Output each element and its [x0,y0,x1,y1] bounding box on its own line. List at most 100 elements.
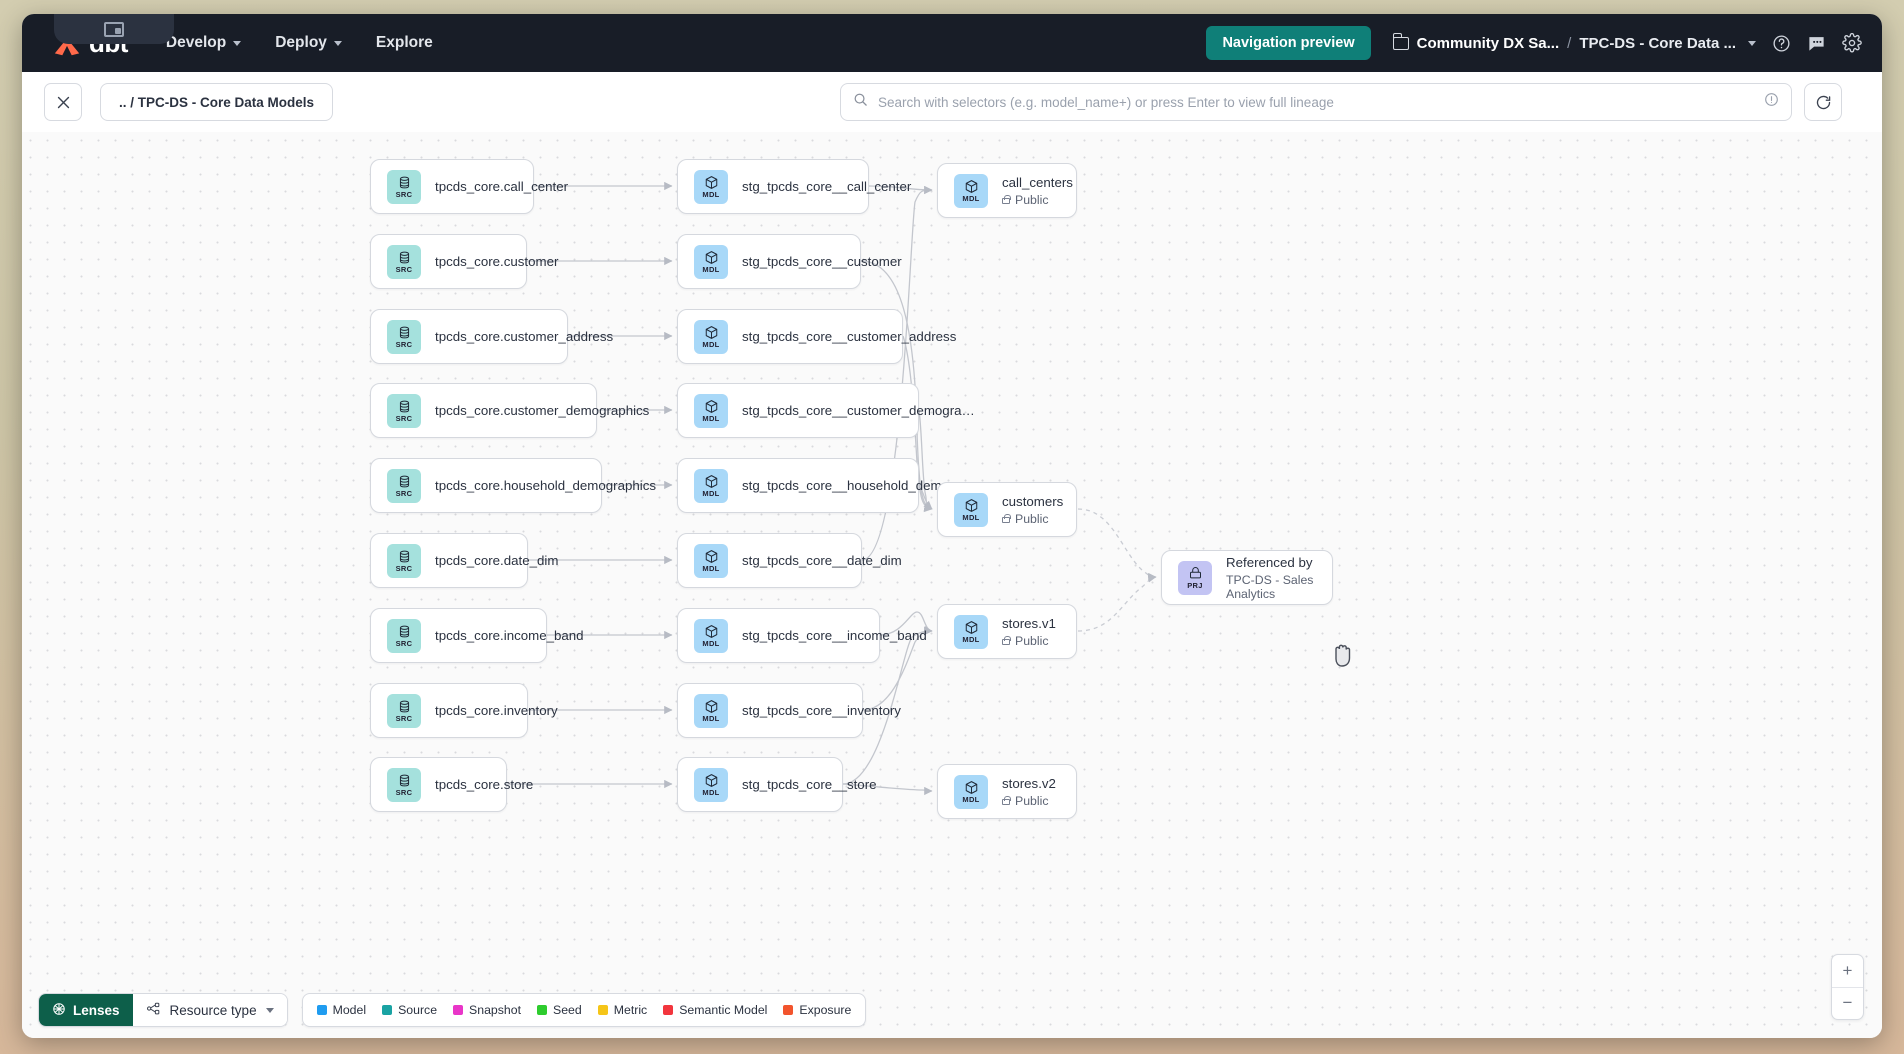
lineage-node-subtitle-text: Public [1015,633,1049,648]
lenses-button[interactable]: Lenses [39,994,133,1026]
lineage-node-subtitle-text: Public [1015,192,1049,207]
breadcrumb-project[interactable]: TPC-DS - Core Data ... [1579,34,1736,52]
src-badge-icon: SRC [387,468,421,503]
lineage-node[interactable]: SRC tpcds_core.inventory [370,683,558,738]
nav-item-develop-label: Develop [165,34,227,51]
lineage-node-label: stg_tpcds_core__customer_address [742,329,957,344]
nav-item-deploy-label: Deploy [275,34,327,51]
app-window: dbt Develop Deploy Explore Navigation pr… [22,14,1882,1038]
lineage-node[interactable]: MDL stg_tpcds_core__customer_address [677,309,956,364]
lineage-node-label: tpcds_core.customer [435,254,559,269]
folder-icon [1392,33,1409,50]
nav-item-deploy[interactable]: Deploy [275,34,342,52]
lineage-node-label: tpcds_core.income_band [435,628,584,643]
legend-label: Seed [553,1003,582,1017]
legend-label: Model [332,1003,367,1017]
zoom-in-button[interactable]: + [1832,955,1863,988]
mdl-badge-icon: MDL [694,319,728,354]
lineage-node[interactable]: SRC tpcds_core.call_center [370,159,568,214]
src-badge-icon: SRC [387,169,421,204]
lineage-node-subtitle-text: Public [1015,511,1049,526]
zoom-controls: + − [1831,954,1864,1020]
zoom-out-button[interactable]: − [1842,993,1853,1013]
refresh-button[interactable] [1804,83,1842,121]
lineage-node-subtitle: Public [1002,634,1056,648]
lineage-node[interactable]: MDL stg_tpcds_core__customer_demogra… [677,383,975,438]
lock-icon [1002,635,1011,645]
src-badge-icon: SRC [387,693,421,728]
lineage-node-label: stg_tpcds_core__customer [742,254,902,269]
lineage-node[interactable]: SRC tpcds_core.income_band [370,608,584,663]
resource-type-icon [146,1001,161,1019]
mdl-badge-icon: MDL [694,618,728,653]
legend-item: Snapshot [453,1003,521,1017]
nav-item-develop[interactable]: Develop [165,34,242,52]
lineage-node-title: stores.v1 [1002,615,1056,631]
legend-swatch-icon [663,1005,674,1015]
resource-type-button[interactable]: Resource type [132,994,287,1026]
mdl-badge-icon: MDL [694,468,728,503]
legend-swatch-icon [382,1005,393,1015]
window-handle-icon [104,21,124,37]
lineage-node-label: stg_tpcds_core__customer_demogra… [742,403,975,418]
gear-icon[interactable] [1842,33,1862,53]
lenses-icon [52,1002,66,1019]
lineage-node-label: stg_tpcds_core__inventory [742,703,901,718]
lineage-node-label: tpcds_core.call_center [435,179,569,194]
chevron-down-icon[interactable] [1748,40,1756,46]
lock-icon [1002,795,1011,805]
search-input[interactable] [878,94,1754,110]
legend-item: Model [316,1003,367,1017]
legend-swatch-icon [453,1005,464,1015]
breadcrumb-chip[interactable]: .. / TPC-DS - Core Data Models [100,83,334,121]
mdl-badge-icon: MDL [694,693,728,728]
lineage-node-subtitle: Public [1002,193,1073,207]
src-badge-icon: SRC [387,319,421,354]
legend-label: Source [398,1003,438,1017]
grab-hand-cursor [1330,640,1356,668]
breadcrumb-account[interactable]: Community DX Sa... [1416,34,1560,52]
lineage-toolbar: .. / TPC-DS - Core Data Models [22,72,1882,132]
topbar-right-group: Navigation preview Community DX Sa... / … [1206,26,1862,60]
lineage-node-label: stg_tpcds_core__store [742,777,877,792]
mdl-badge-icon: MDL [694,393,728,428]
nav-item-explore[interactable]: Explore [376,34,433,52]
feedback-icon[interactable] [1807,34,1826,53]
close-button[interactable] [44,83,82,121]
navigation-preview-button[interactable]: Navigation preview [1206,26,1371,60]
mdl-badge-icon: MDL [694,543,728,578]
legend-item: Semantic Model [663,1003,767,1017]
info-circle-icon[interactable] [1764,92,1779,112]
src-badge-icon: SRC [387,618,421,653]
src-badge-icon: SRC [387,767,421,802]
chevron-down-icon [265,1007,274,1013]
window-handle[interactable] [54,14,174,44]
legend-item: Metric [597,1003,647,1017]
breadcrumb-chip-label: .. / TPC-DS - Core Data Models [119,94,315,110]
search-box[interactable] [840,83,1792,121]
lineage-node[interactable]: MDL stg_tpcds_core__inventory [677,683,901,738]
lineage-node-label: tpcds_core.inventory [435,703,558,718]
help-circle-icon[interactable] [1772,34,1791,53]
legend-label: Snapshot [469,1003,522,1017]
